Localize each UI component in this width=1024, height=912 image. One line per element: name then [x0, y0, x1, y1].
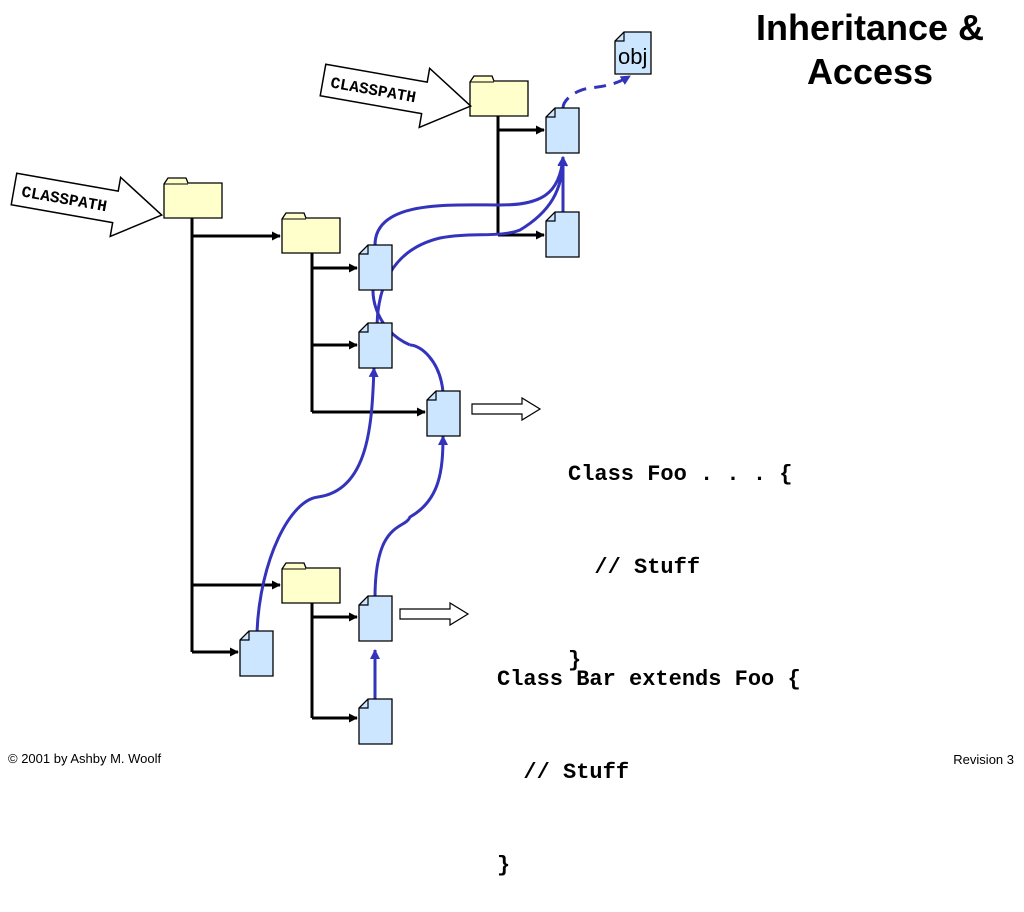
- directory-tree-lines: [190, 116, 545, 723]
- file-icon-obj: obj: [614, 31, 652, 75]
- classpath-arrow-right: CLASSPATH: [319, 63, 473, 129]
- obj-label: obj: [618, 44, 647, 69]
- code-foo-line-1: Class Foo . . . {: [568, 462, 793, 487]
- classpath-arrow-left: CLASSPATH: [10, 172, 164, 238]
- hollow-arrow-foo: [471, 396, 542, 422]
- folder-icon-left-root: [163, 177, 223, 219]
- file-icon-b-2: [358, 698, 393, 745]
- folder-icon-package-b: [281, 562, 341, 604]
- file-icon-root-leaf: [239, 630, 274, 677]
- code-block-foo: Class Foo . . . { // Stuff }: [568, 397, 792, 707]
- code-foo-line-2: // Stuff: [568, 555, 701, 580]
- code-block-bar: Class Bar extends Foo { // Stuff }: [497, 602, 801, 912]
- folder-icon-right-root: [469, 75, 529, 117]
- file-icon-bar: [358, 595, 393, 642]
- inheritance-diagram: obj CLASSPATH CLASSPATH: [10, 31, 652, 745]
- file-icon-right-1: [545, 107, 580, 154]
- folder-icon-package-a: [281, 212, 341, 254]
- copyright-footer: © 2001 by Ashby M. Woolf: [8, 751, 162, 766]
- slide-title: Inheritance & Access: [725, 6, 1015, 94]
- file-icon-right-2: [545, 211, 580, 258]
- code-bar-line-1: Class Bar extends Foo {: [497, 667, 801, 692]
- hollow-arrow-bar: [399, 601, 470, 627]
- revision-footer: Revision 3: [953, 752, 1014, 767]
- code-foo-line-3: }: [568, 648, 582, 673]
- slide-title-line-1: Inheritance &: [755, 7, 985, 48]
- code-bar-line-2: // Stuff: [497, 760, 630, 785]
- code-bar-line-3: }: [497, 853, 511, 878]
- file-icon-foo: [426, 390, 461, 437]
- file-icon-a-2: [358, 322, 393, 369]
- slide-title-line-2: Access: [806, 51, 934, 92]
- file-icon-a-1: [358, 244, 393, 291]
